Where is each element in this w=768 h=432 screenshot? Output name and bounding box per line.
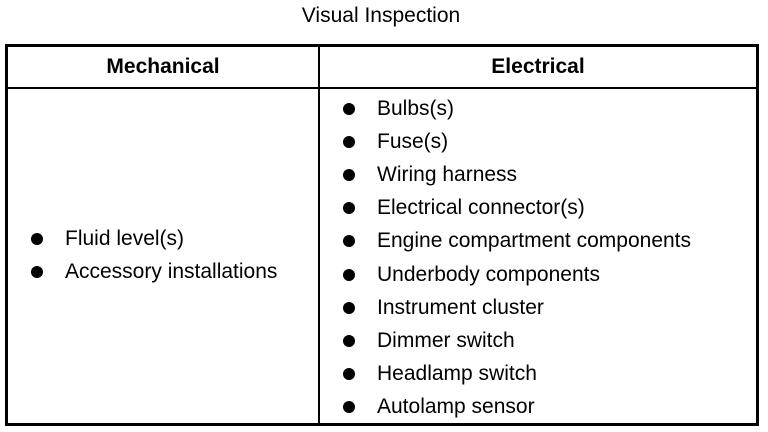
- list-item: Wiring harness: [343, 158, 756, 191]
- list-item: Fuse(s): [343, 125, 756, 158]
- item-label: Bulbs(s): [377, 96, 455, 120]
- mechanical-column: Fluid level(s) Accessory installations: [8, 89, 320, 424]
- inspection-table: Mechanical Electrical Fluid level(s) Acc…: [5, 44, 759, 426]
- item-label: Dimmer switch: [377, 328, 515, 352]
- list-item: Instrument cluster: [343, 291, 756, 324]
- item-label: Fuse(s): [377, 129, 449, 153]
- item-label: Accessory installations: [65, 260, 278, 284]
- header-electrical: Electrical: [320, 47, 756, 89]
- table-caption: Visual Inspection: [301, 4, 461, 27]
- item-label: Electrical connector(s): [377, 196, 585, 220]
- item-label: Wiring harness: [377, 162, 518, 186]
- bullet-icon: [343, 334, 355, 347]
- list-item: Underbody components: [343, 258, 756, 291]
- list-item: Fluid level(s): [31, 222, 318, 255]
- item-label: Headlamp switch: [377, 362, 537, 386]
- bullet-icon: [343, 268, 355, 281]
- bullet-icon: [343, 202, 355, 215]
- list-item: Electrical connector(s): [343, 192, 756, 225]
- header-mechanical: Mechanical: [8, 47, 320, 89]
- bullet-icon: [343, 235, 355, 248]
- bullet-icon: [343, 135, 355, 148]
- bullet-icon: [343, 301, 355, 314]
- item-label: Autolamp sensor: [377, 395, 535, 419]
- bullet-icon: [31, 232, 43, 245]
- list-item: Dimmer switch: [343, 324, 756, 357]
- item-label: Engine compartment components: [377, 229, 692, 253]
- bullet-icon: [343, 102, 355, 115]
- item-label: Fluid level(s): [65, 226, 185, 250]
- item-label: Underbody components: [377, 262, 600, 286]
- list-item: Bulbs(s): [343, 92, 756, 125]
- bullet-icon: [343, 368, 355, 381]
- list-item: Autolamp sensor: [343, 391, 756, 424]
- bullet-icon: [31, 266, 43, 279]
- item-label: Instrument cluster: [377, 295, 544, 319]
- electrical-column: Bulbs(s) Fuse(s) Wiring harness Electric…: [320, 89, 756, 424]
- bullet-icon: [343, 168, 355, 181]
- list-item: Accessory installations: [31, 255, 318, 288]
- bullet-icon: [343, 401, 355, 414]
- list-item: Engine compartment components: [343, 225, 756, 258]
- list-item: Headlamp switch: [343, 358, 756, 391]
